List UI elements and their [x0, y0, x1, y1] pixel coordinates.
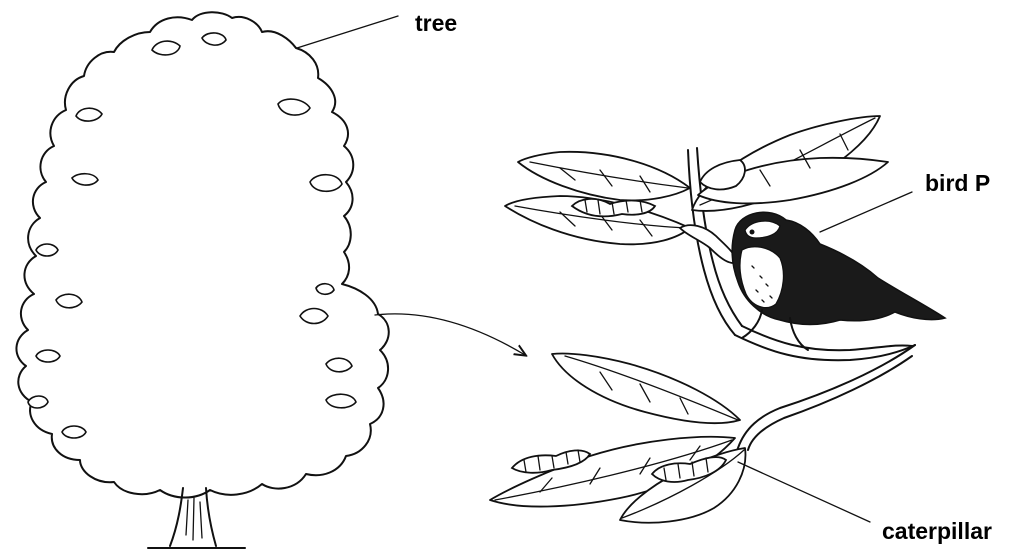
- zoom-arrow: [375, 314, 525, 355]
- label-bird-text: bird P: [925, 170, 990, 196]
- label-tree: tree: [297, 10, 457, 48]
- leaf: [552, 353, 740, 423]
- upper-branch: [505, 116, 945, 360]
- caterpillar-in-beak: [680, 225, 738, 263]
- label-caterpillar-text: caterpillar: [882, 518, 992, 544]
- lower-branch: [490, 345, 915, 523]
- label-caterpillar: caterpillar: [738, 462, 992, 544]
- leaf: [700, 160, 745, 189]
- label-tree-text: tree: [415, 10, 457, 36]
- tree-canopy: [16, 12, 388, 497]
- tree-illustration: [16, 12, 388, 548]
- canopy-shading: [28, 33, 356, 438]
- bird-p: [732, 212, 945, 350]
